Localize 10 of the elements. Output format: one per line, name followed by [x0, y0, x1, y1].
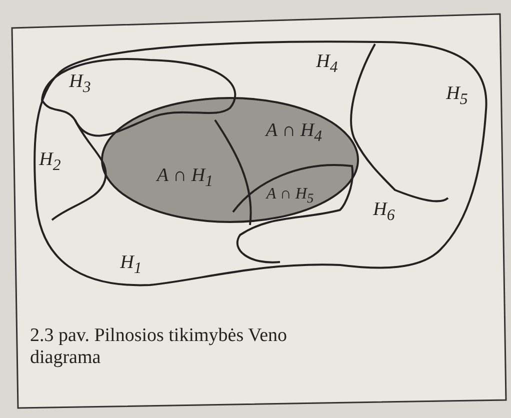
region-label: H$_{2}$	[39, 149, 61, 175]
figure-caption: 2.3 pav. Pilnosios tikimybės Veno diagrama	[30, 325, 288, 369]
region-label: A ∩ H$_{1}$	[156, 165, 214, 191]
region-label: H$_{5}$	[446, 83, 468, 109]
region-label: H$_{6}$	[373, 199, 395, 225]
region-label: H$_{1}$	[120, 252, 142, 278]
region-label: A ∩ H$_{4}$	[266, 120, 322, 146]
region-label: H$_{4}$	[316, 51, 338, 77]
region-label: A ∩ H$_{5}$	[266, 185, 314, 207]
region-label: H$_{3}$	[69, 71, 91, 97]
